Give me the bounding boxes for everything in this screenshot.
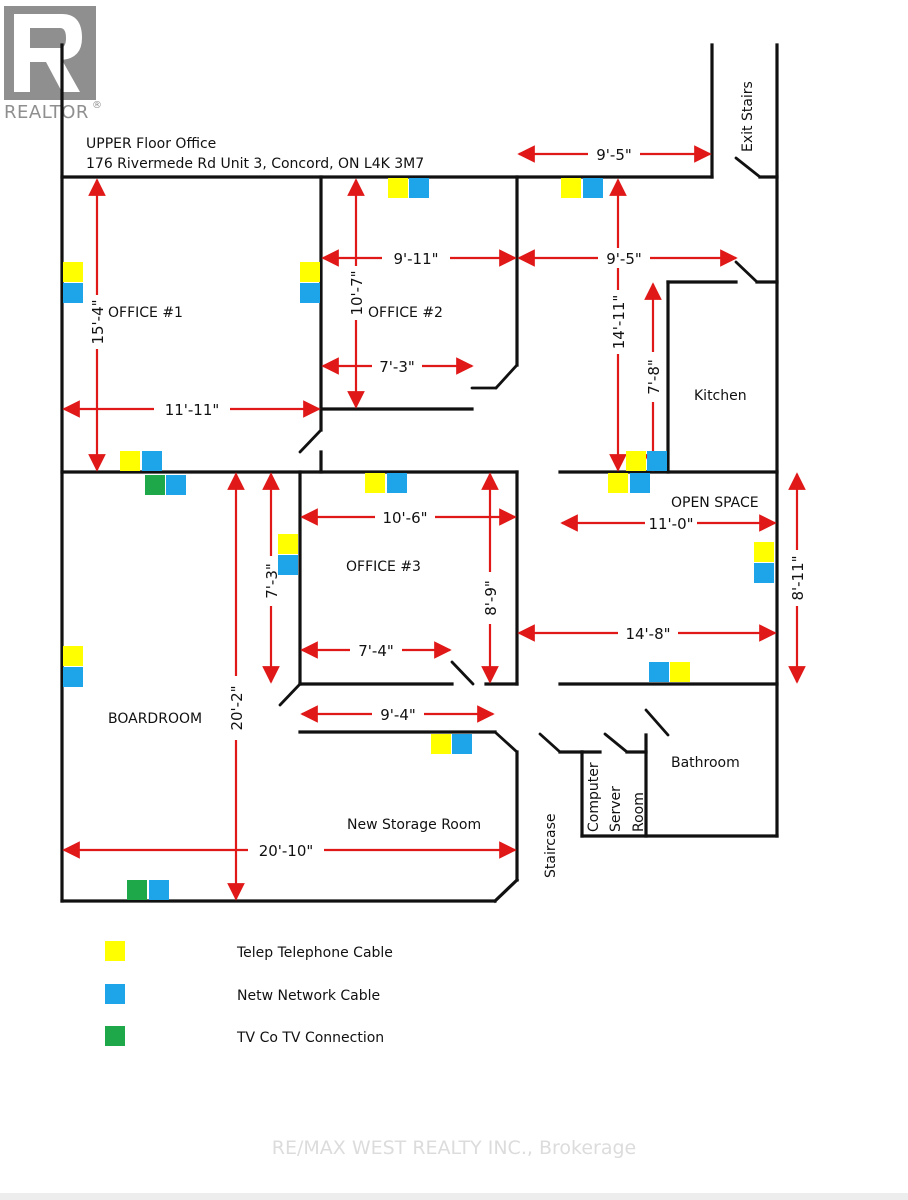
- room-storage: New Storage Room: [347, 817, 481, 833]
- room-server-line3: Room: [631, 792, 647, 832]
- legend-swatch-network: [105, 984, 125, 1004]
- dim-corridor-height: 14'-11": [610, 295, 628, 350]
- telephone-outlet: [431, 734, 451, 754]
- room-office-3: OFFICE #3: [346, 559, 421, 575]
- dim-boardroom-width: 20'-10": [259, 842, 314, 860]
- dim-office2-inner: 7'-3": [379, 358, 415, 376]
- dim-storage-inner: 9'-4": [380, 706, 416, 724]
- room-kitchen: Kitchen: [694, 388, 747, 404]
- room-server-line2: Server: [608, 786, 624, 832]
- dim-open-lower: 14'-8": [625, 625, 670, 643]
- dim-kitchen-height: 7'-8": [645, 359, 663, 395]
- dim-office2-width: 9'-11": [393, 250, 438, 268]
- tv-outlet: [145, 475, 165, 495]
- room-labels: OFFICE #1 OFFICE #2 OFFICE #3 Kitchen OP…: [108, 81, 759, 878]
- telephone-outlet: [626, 451, 646, 471]
- dim-open-height: 8'-11": [789, 555, 807, 600]
- network-outlet: [166, 475, 186, 495]
- room-office-2: OFFICE #2: [368, 305, 443, 321]
- cable-outlets: [63, 178, 774, 900]
- realtor-logo-reg: ®: [92, 100, 103, 111]
- network-outlet: [63, 283, 83, 303]
- telephone-outlet: [63, 646, 83, 666]
- network-outlet: [142, 451, 162, 471]
- room-exit-stairs: Exit Stairs: [740, 81, 756, 152]
- legend-label-tv: TV Co TV Connection: [236, 1030, 384, 1046]
- room-server-line1: Computer: [586, 762, 602, 832]
- telephone-outlet: [365, 473, 385, 493]
- walls: [60, 43, 779, 904]
- telephone-outlet: [63, 262, 83, 282]
- telephone-outlet: [561, 178, 581, 198]
- telephone-outlet: [388, 178, 408, 198]
- dim-boardroom-height: 20'-2": [228, 685, 246, 730]
- telephone-outlet: [278, 534, 298, 554]
- legend-label-telephone: Telep Telephone Cable: [236, 945, 393, 961]
- realtor-logo: REALTOR ®: [4, 6, 103, 123]
- dim-open-width: 11'-0": [648, 515, 693, 533]
- plan-address: 176 Rivermede Rd Unit 3, Concord, ON L4K…: [86, 156, 424, 172]
- network-outlet: [300, 283, 320, 303]
- realtor-logo-text: REALTOR: [4, 102, 89, 123]
- plan-title: UPPER Floor Office: [86, 136, 216, 152]
- dim-office3-width: 10'-6": [382, 509, 427, 527]
- network-outlet: [452, 734, 472, 754]
- telephone-outlet: [120, 451, 140, 471]
- room-boardroom: BOARDROOM: [108, 711, 202, 727]
- dim-office3-side: 7'-3": [263, 563, 281, 599]
- network-outlet: [149, 880, 169, 900]
- bottom-strip: [0, 1193, 908, 1200]
- network-outlet: [387, 473, 407, 493]
- network-outlet: [63, 667, 83, 687]
- dim-office3-inner: 7'-4": [358, 642, 394, 660]
- telephone-outlet: [754, 542, 774, 562]
- legend-swatch-tv: [105, 1026, 125, 1046]
- dim-corridor-width: 9'-5": [606, 250, 642, 268]
- legend-swatch-telephone: [105, 941, 125, 961]
- dim-office1-height: 15'-4": [89, 299, 107, 344]
- network-outlet: [583, 178, 603, 198]
- dim-office3-height: 8'-9": [482, 580, 500, 616]
- network-outlet: [647, 451, 667, 471]
- room-office-1: OFFICE #1: [108, 305, 183, 321]
- tv-outlet: [127, 880, 147, 900]
- dimension-labels: 15'-4" 11'-11" 10'-7" 9'-11" 7'-3" 9'-5"…: [88, 144, 807, 860]
- watermark: RE/MAX WEST REALTY INC., Brokerage: [272, 1137, 636, 1159]
- dim-top-right: 9'-5": [596, 146, 632, 164]
- doors: [278, 156, 762, 754]
- legend: Telep Telephone Cable Netw Network Cable…: [105, 941, 393, 1046]
- network-outlet: [630, 473, 650, 493]
- telephone-outlet: [670, 662, 690, 682]
- network-outlet: [649, 662, 669, 682]
- room-staircase: Staircase: [543, 814, 559, 878]
- legend-label-network: Netw Network Cable: [237, 988, 380, 1004]
- telephone-outlet: [608, 473, 628, 493]
- network-outlet: [754, 563, 774, 583]
- telephone-outlet: [300, 262, 320, 282]
- dim-office2-height: 10'-7": [348, 270, 366, 315]
- network-outlet: [409, 178, 429, 198]
- room-bathroom: Bathroom: [671, 755, 740, 771]
- dim-office1-width: 11'-11": [165, 401, 220, 419]
- network-outlet: [278, 555, 298, 575]
- room-open-space: OPEN SPACE: [671, 495, 759, 511]
